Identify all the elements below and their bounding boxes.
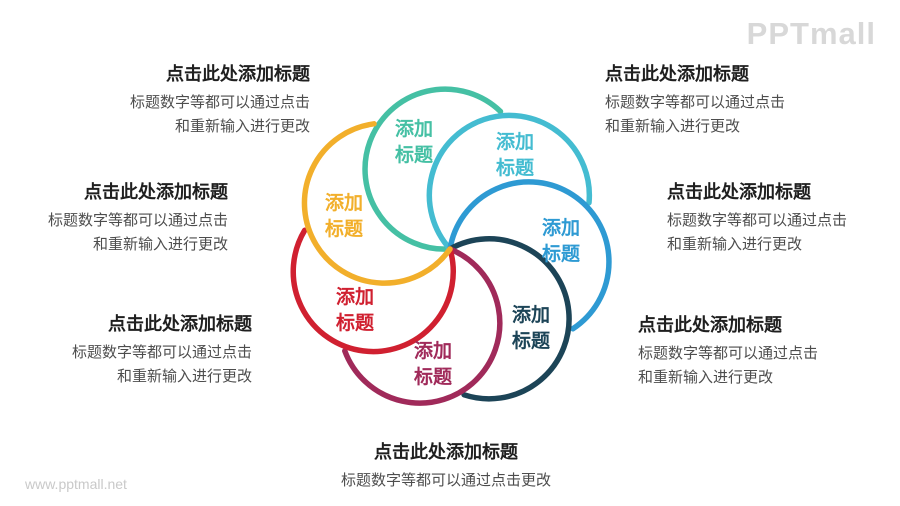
petal-label-maroon[interactable]: 添加 标题 [414,339,452,391]
pptmall-logo: PPTmall [746,16,876,51]
petal-label-line: 添加 [394,119,434,140]
petal-label-line: 标题 [511,331,551,352]
petal-label-blue[interactable]: 添加 标题 [542,216,580,268]
callout-body-line: 标题数字等都可以通过点击 [129,94,310,111]
teal-petal-circle[interactable] [362,86,504,252]
petal-label-line: 添加 [541,218,581,239]
callout-body-line: 标题数字等都可以通过点击 [667,212,848,229]
callout-title: 点击此处添加标题 [108,314,252,334]
callout-title: 点击此处添加标题 [166,64,310,84]
callout-body-line: 和重新输入进行更改 [667,236,803,253]
callout-top-left[interactable]: 点击此处添加标题 标题数字等都可以通过点击 和重新输入进行更改 [70,63,310,139]
callout-title: 点击此处添加标题 [84,182,228,202]
petal-label-teal[interactable]: 添加 标题 [395,117,433,169]
callout-body-line: 标题数字等都可以通过点击更改 [340,472,551,489]
navy-petal-circle[interactable] [447,236,572,402]
callout-body-line: 标题数字等都可以通过点击 [47,212,228,229]
petal-label-red[interactable]: 添加 标题 [336,285,374,337]
petal-label-line: 添加 [413,341,453,362]
petal-label-line: 添加 [495,132,535,153]
maroon-petal-circle[interactable] [342,246,503,406]
petal-label-yellow[interactable]: 添加 标题 [325,191,363,243]
petal-label-line: 标题 [413,367,453,388]
petal-label-line: 添加 [335,287,375,308]
callout-body-line: 标题数字等都可以通过点击 [71,344,252,361]
callout-title: 点击此处添加标题 [605,64,749,84]
callout-body-line: 标题数字等都可以通过点击 [605,94,786,111]
callout-bottom-center[interactable]: 点击此处添加标题 标题数字等都可以通过点击更改 [246,441,646,493]
petal-label-line: 标题 [394,145,434,166]
callout-body-line: 和重新输入进行更改 [605,118,741,135]
petal-label-line: 标题 [335,313,375,334]
watermark: www.pptmall.net [25,476,127,492]
callout-bottom-right[interactable]: 点击此处添加标题 标题数字等都可以通过点击 和重新输入进行更改 [638,314,878,390]
yellow-petal-circle[interactable] [301,121,453,286]
callout-top-right[interactable]: 点击此处添加标题 标题数字等都可以通过点击 和重新输入进行更改 [605,63,845,139]
callout-body-line: 和重新输入进行更改 [116,368,252,385]
petal-label-line: 添加 [324,193,364,214]
callout-bottom-left[interactable]: 点击此处添加标题 标题数字等都可以通过点击 和重新输入进行更改 [12,313,252,389]
red-petal-circle[interactable] [290,227,456,355]
cyan-petal-circle[interactable] [426,112,593,252]
petal-label-line: 标题 [495,158,535,179]
callout-mid-left[interactable]: 点击此处添加标题 标题数字等都可以通过点击 和重新输入进行更改 [0,181,228,257]
petal-label-cyan[interactable]: 添加 标题 [496,130,534,182]
callout-body-line: 和重新输入进行更改 [174,118,310,135]
callout-body-line: 标题数字等都可以通过点击 [638,345,819,362]
petal-label-line: 添加 [511,305,551,326]
callout-title: 点击此处添加标题 [638,315,782,335]
blue-petal-circle[interactable] [447,179,612,332]
petal-label-line: 标题 [541,244,581,265]
callout-mid-right[interactable]: 点击此处添加标题 标题数字等都可以通过点击 和重新输入进行更改 [667,181,900,257]
callout-title: 点击此处添加标题 [667,182,811,202]
petal-label-navy[interactable]: 添加 标题 [512,303,550,355]
petal-label-line: 标题 [324,219,364,240]
callout-title: 点击此处添加标题 [374,442,518,462]
callout-body-line: 和重新输入进行更改 [92,236,228,253]
callout-body-line: 和重新输入进行更改 [638,369,774,386]
